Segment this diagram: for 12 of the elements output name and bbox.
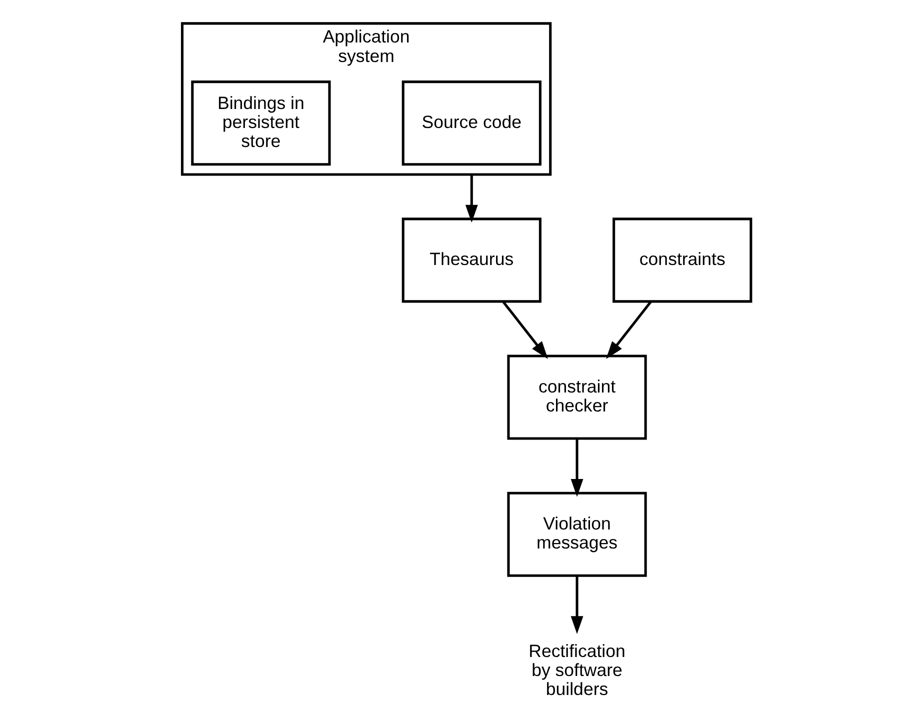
node-box: Source code (401, 80, 541, 166)
node-box: constraint checker (506, 354, 646, 440)
node-box: constraints (612, 218, 752, 303)
arrow (464, 174, 478, 223)
arrow (570, 438, 583, 497)
arrow (501, 300, 548, 359)
node-text: Rectification by software builders (528, 641, 625, 700)
arrow (570, 576, 583, 634)
node-box: Thesaurus (401, 218, 541, 303)
node-box: Violation messages (506, 492, 646, 577)
arrow (606, 300, 652, 359)
node-box: Bindings in persistent store (190, 80, 330, 166)
